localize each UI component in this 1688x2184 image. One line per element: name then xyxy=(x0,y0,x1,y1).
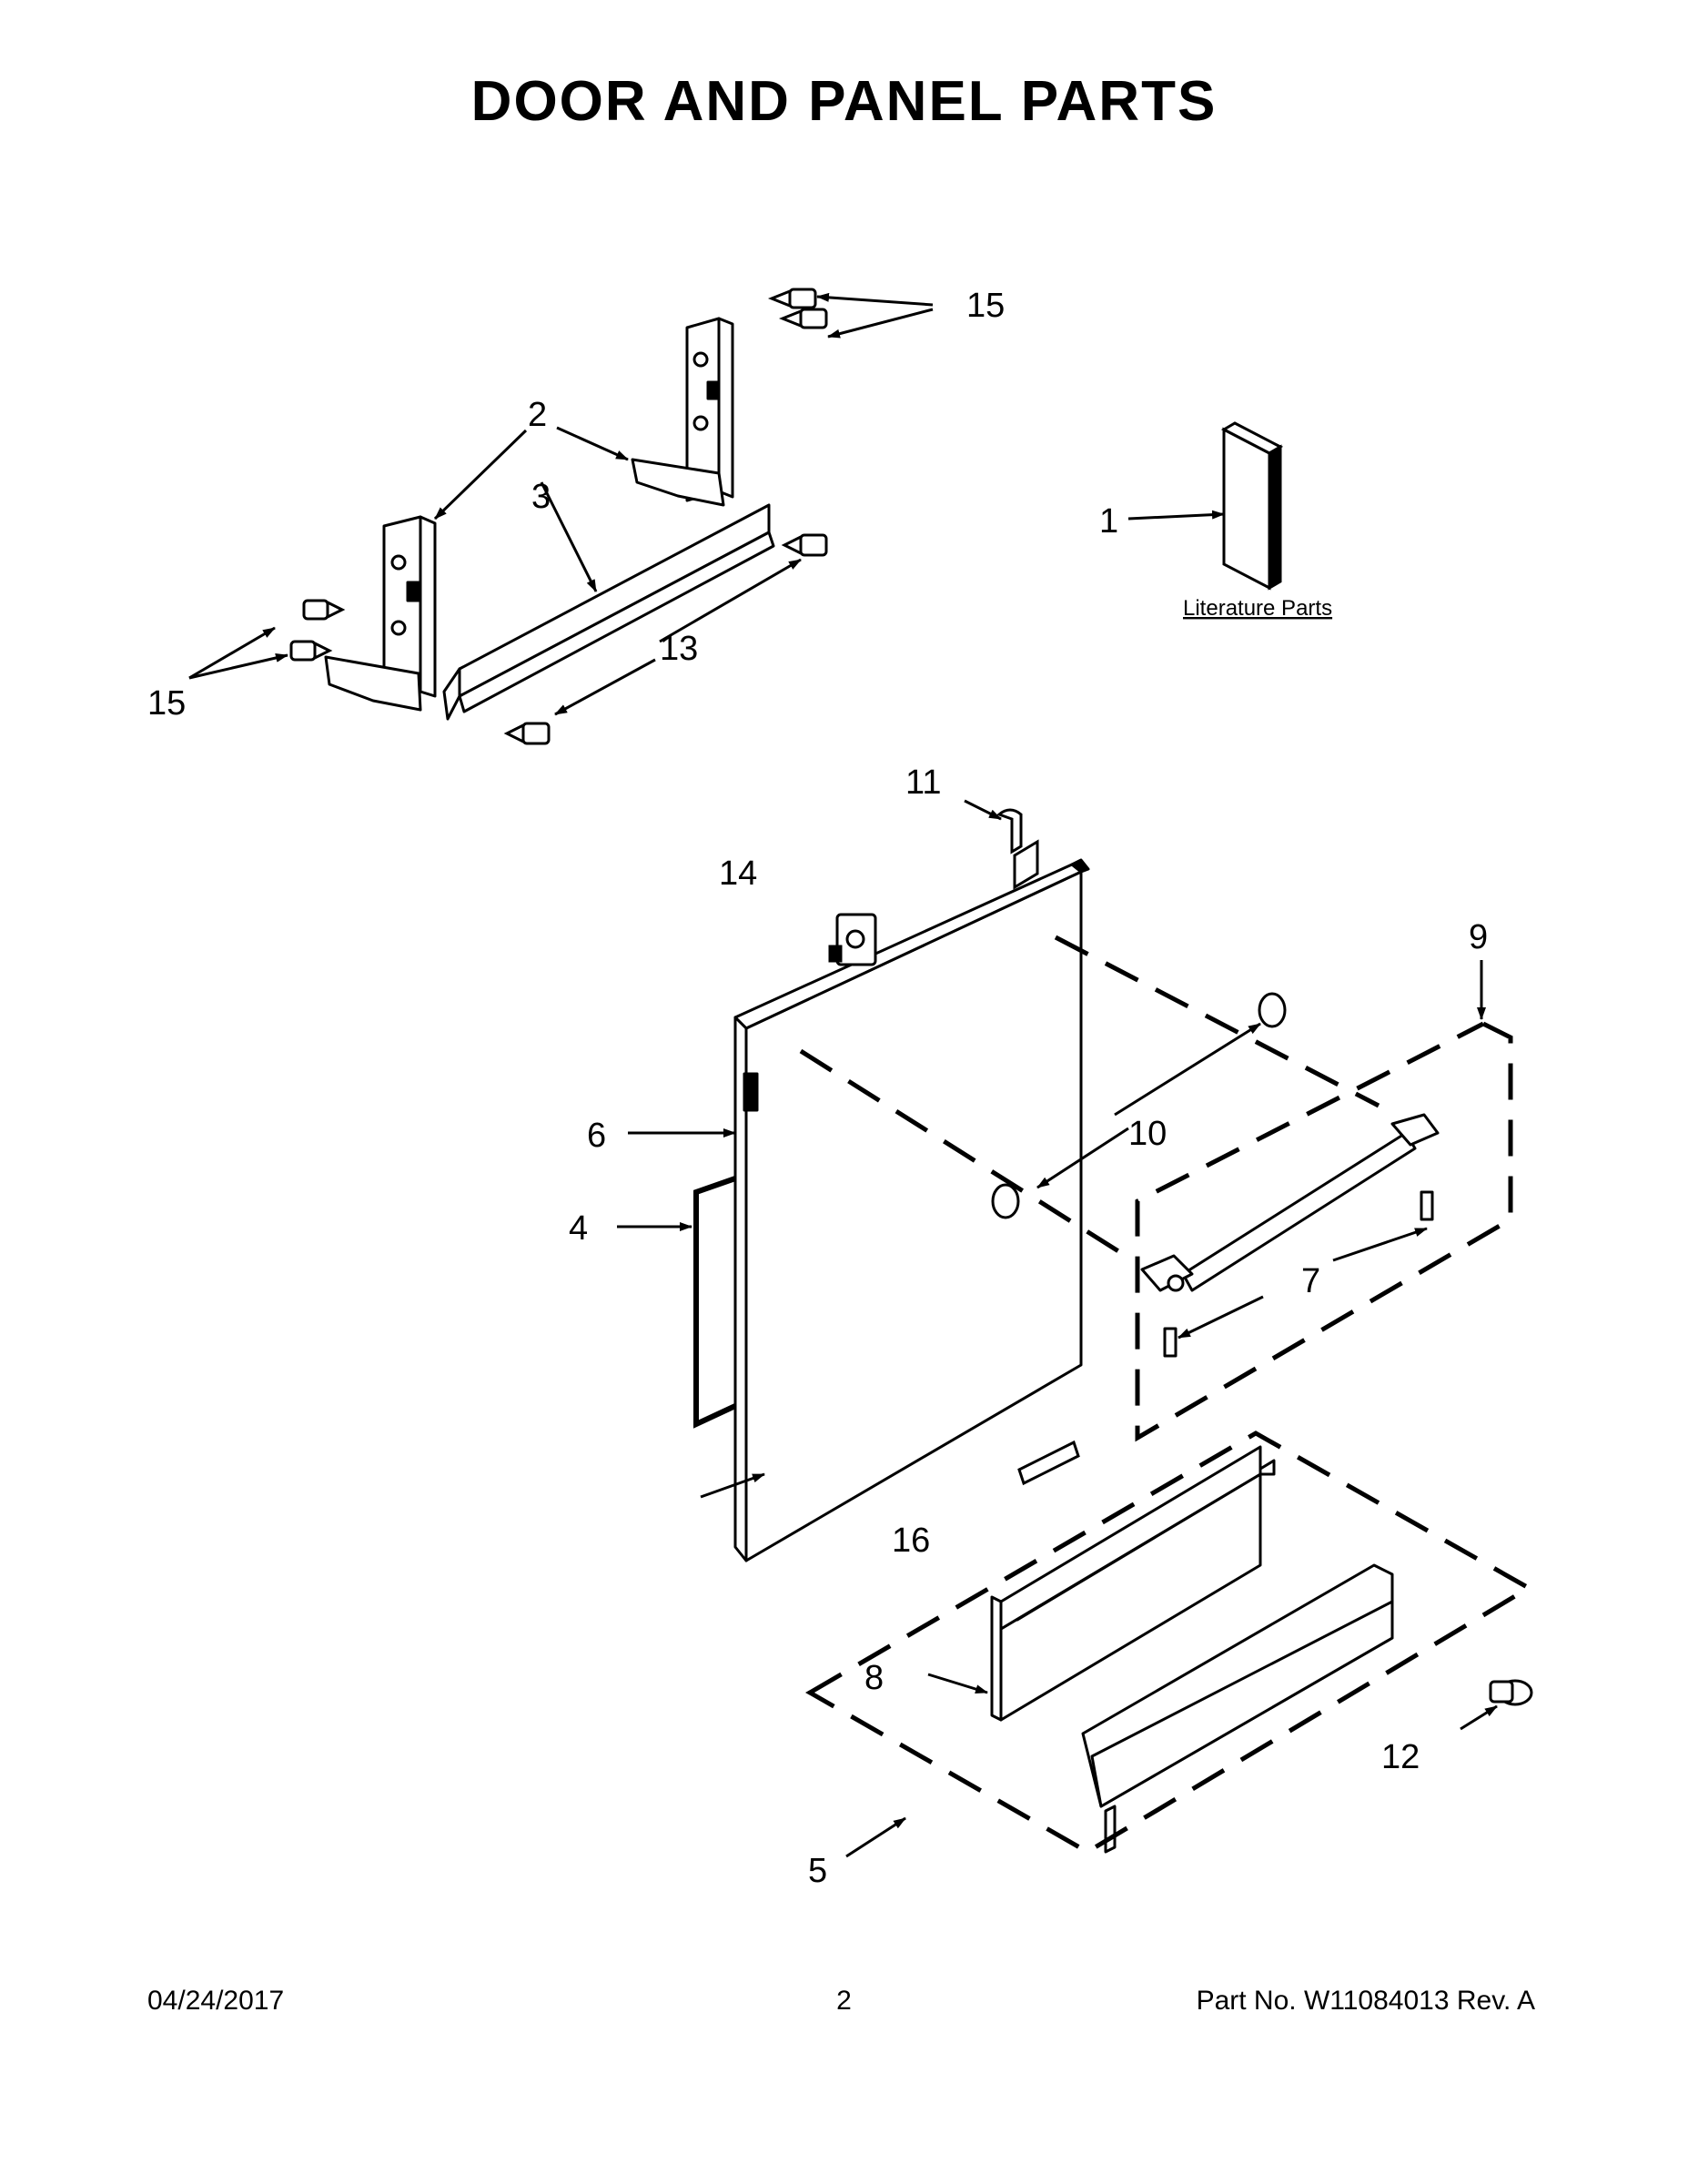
callout-15-top: 15 xyxy=(966,287,1005,325)
screw-left-1-icon xyxy=(302,599,346,621)
callout-12: 12 xyxy=(1381,1738,1420,1776)
callout-14: 14 xyxy=(719,854,757,893)
kick-plate-dashed-box xyxy=(805,1431,1533,1855)
callout-1: 1 xyxy=(1099,502,1118,541)
callout-15-left: 15 xyxy=(147,684,186,723)
page-title: DOOR AND PANEL PARTS xyxy=(470,70,1218,133)
callout-6: 6 xyxy=(587,1117,606,1155)
screw-top-2-icon xyxy=(778,308,828,329)
callout-13: 13 xyxy=(660,630,698,668)
screw-top-1-icon xyxy=(767,288,817,309)
handle-dashed-box xyxy=(799,935,1513,1442)
vent-switch xyxy=(996,808,1039,890)
door-panel xyxy=(733,858,1090,1562)
screw-channel-left-icon xyxy=(503,722,551,745)
footer-date: 04/24/2017 xyxy=(147,1986,285,2016)
callout-4: 4 xyxy=(569,1209,588,1248)
screw-13-leaders xyxy=(554,558,802,716)
door-gasket xyxy=(693,1176,737,1429)
latch-assembly xyxy=(828,913,877,966)
callout-11: 11 xyxy=(905,763,941,802)
support-channel xyxy=(442,503,775,721)
callout-8: 8 xyxy=(864,1659,884,1697)
literature-parts-label: Literature Parts xyxy=(1183,596,1332,621)
callout-16: 16 xyxy=(892,1522,930,1560)
callout-10: 10 xyxy=(1128,1115,1167,1153)
screw-left-2-icon xyxy=(289,640,333,662)
callout-7: 7 xyxy=(1301,1262,1320,1300)
literature-booklet xyxy=(1220,421,1284,591)
footer-page-number: 2 xyxy=(836,1986,852,2016)
handle-assembly xyxy=(1140,1113,1440,1358)
callout-5: 5 xyxy=(808,1852,827,1890)
kick-plate-assembly xyxy=(990,1445,1533,1854)
right-mounting-bracket xyxy=(631,317,734,507)
handle-standoffs xyxy=(991,992,1287,1219)
left-mounting-bracket xyxy=(324,515,437,712)
screw-channel-right-icon xyxy=(781,533,828,557)
emblem-16 xyxy=(1017,1440,1080,1486)
footer-part-number: Part No. W11084013 Rev. A xyxy=(1196,1986,1535,2016)
screws xyxy=(289,288,828,745)
callout-3: 3 xyxy=(531,478,551,516)
clip-12-icon xyxy=(1489,1679,1533,1706)
leader-lines xyxy=(188,292,1498,1858)
callout-2: 2 xyxy=(528,396,547,434)
callout-9: 9 xyxy=(1469,918,1488,956)
